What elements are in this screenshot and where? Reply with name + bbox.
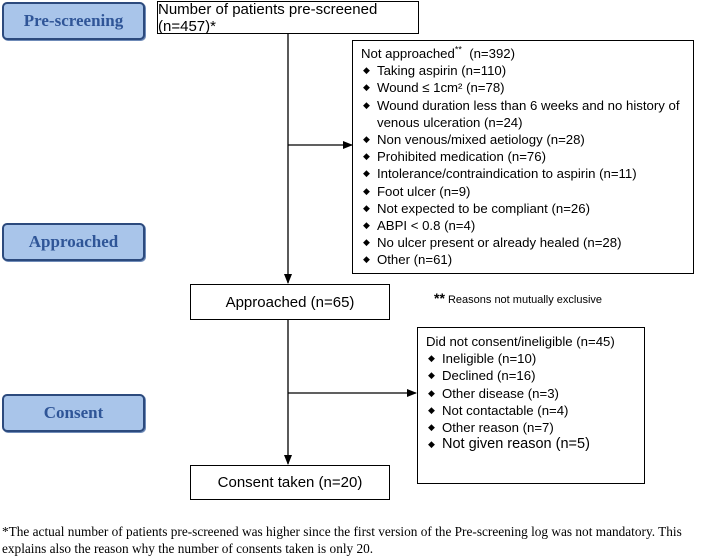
- reasons-note-text: Reasons not mutually exclusive: [447, 294, 603, 306]
- box-prescreened: Number of patients pre-screened (n=457)*: [157, 1, 419, 35]
- reasons-note-mark: **: [434, 290, 445, 306]
- list-item: Not expected to be compliant (n=26): [361, 200, 685, 217]
- list-item: Wound duration less than 6 weeks and no …: [361, 97, 685, 131]
- not-approached-count: (n=392): [469, 46, 516, 61]
- stage-prescreening: Pre-screening: [2, 2, 145, 40]
- list-item: Other (n=61): [361, 251, 685, 268]
- list-item: Wound ≤ 1cm² (n=78): [361, 79, 685, 96]
- did-not-consent-list: Ineligible (n=10) Declined (n=16) Other …: [426, 350, 636, 453]
- list-item: Other disease (n=3): [426, 385, 636, 402]
- list-item: Not given reason (n=5): [426, 436, 636, 453]
- list-item: Other reason (n=7): [426, 419, 636, 436]
- box-consent-taken: Consent taken (n=20): [190, 465, 390, 500]
- list-item: Ineligible (n=10): [426, 350, 636, 367]
- list-item: Intolerance/contraindication to aspirin …: [361, 165, 685, 182]
- list-item: Taking aspirin (n=110): [361, 62, 685, 79]
- list-item: Not contactable (n=4): [426, 402, 636, 419]
- stage-approached: Approached: [2, 223, 145, 261]
- reasons-note: ** Reasons not mutually exclusive: [434, 290, 602, 306]
- list-item: ABPI < 0.8 (n=4): [361, 217, 685, 234]
- not-approached-title: Not approached: [361, 46, 455, 61]
- not-approached-list: Taking aspirin (n=110) Wound ≤ 1cm² (n=7…: [361, 62, 685, 269]
- list-item: Prohibited medication (n=76): [361, 148, 685, 165]
- not-approached-mark: **: [454, 44, 462, 55]
- footnote: *The actual number of patients pre-scree…: [2, 524, 682, 556]
- list-item: Declined (n=16): [426, 367, 636, 384]
- list-item: Non venous/mixed aetiology (n=28): [361, 131, 685, 148]
- not-approached-header: Not approached** (n=392): [361, 45, 685, 62]
- list-item: No ulcer present or already healed (n=28…: [361, 234, 685, 251]
- list-item: Foot ulcer (n=9): [361, 183, 685, 200]
- box-approached: Approached (n=65): [190, 284, 390, 320]
- stage-consent: Consent: [2, 394, 145, 432]
- did-not-consent-title: Did not consent/ineligible (n=45): [426, 334, 615, 349]
- box-not-approached: Not approached** (n=392) Taking aspirin …: [352, 40, 694, 274]
- box-did-not-consent: Did not consent/ineligible (n=45) Inelig…: [417, 327, 645, 484]
